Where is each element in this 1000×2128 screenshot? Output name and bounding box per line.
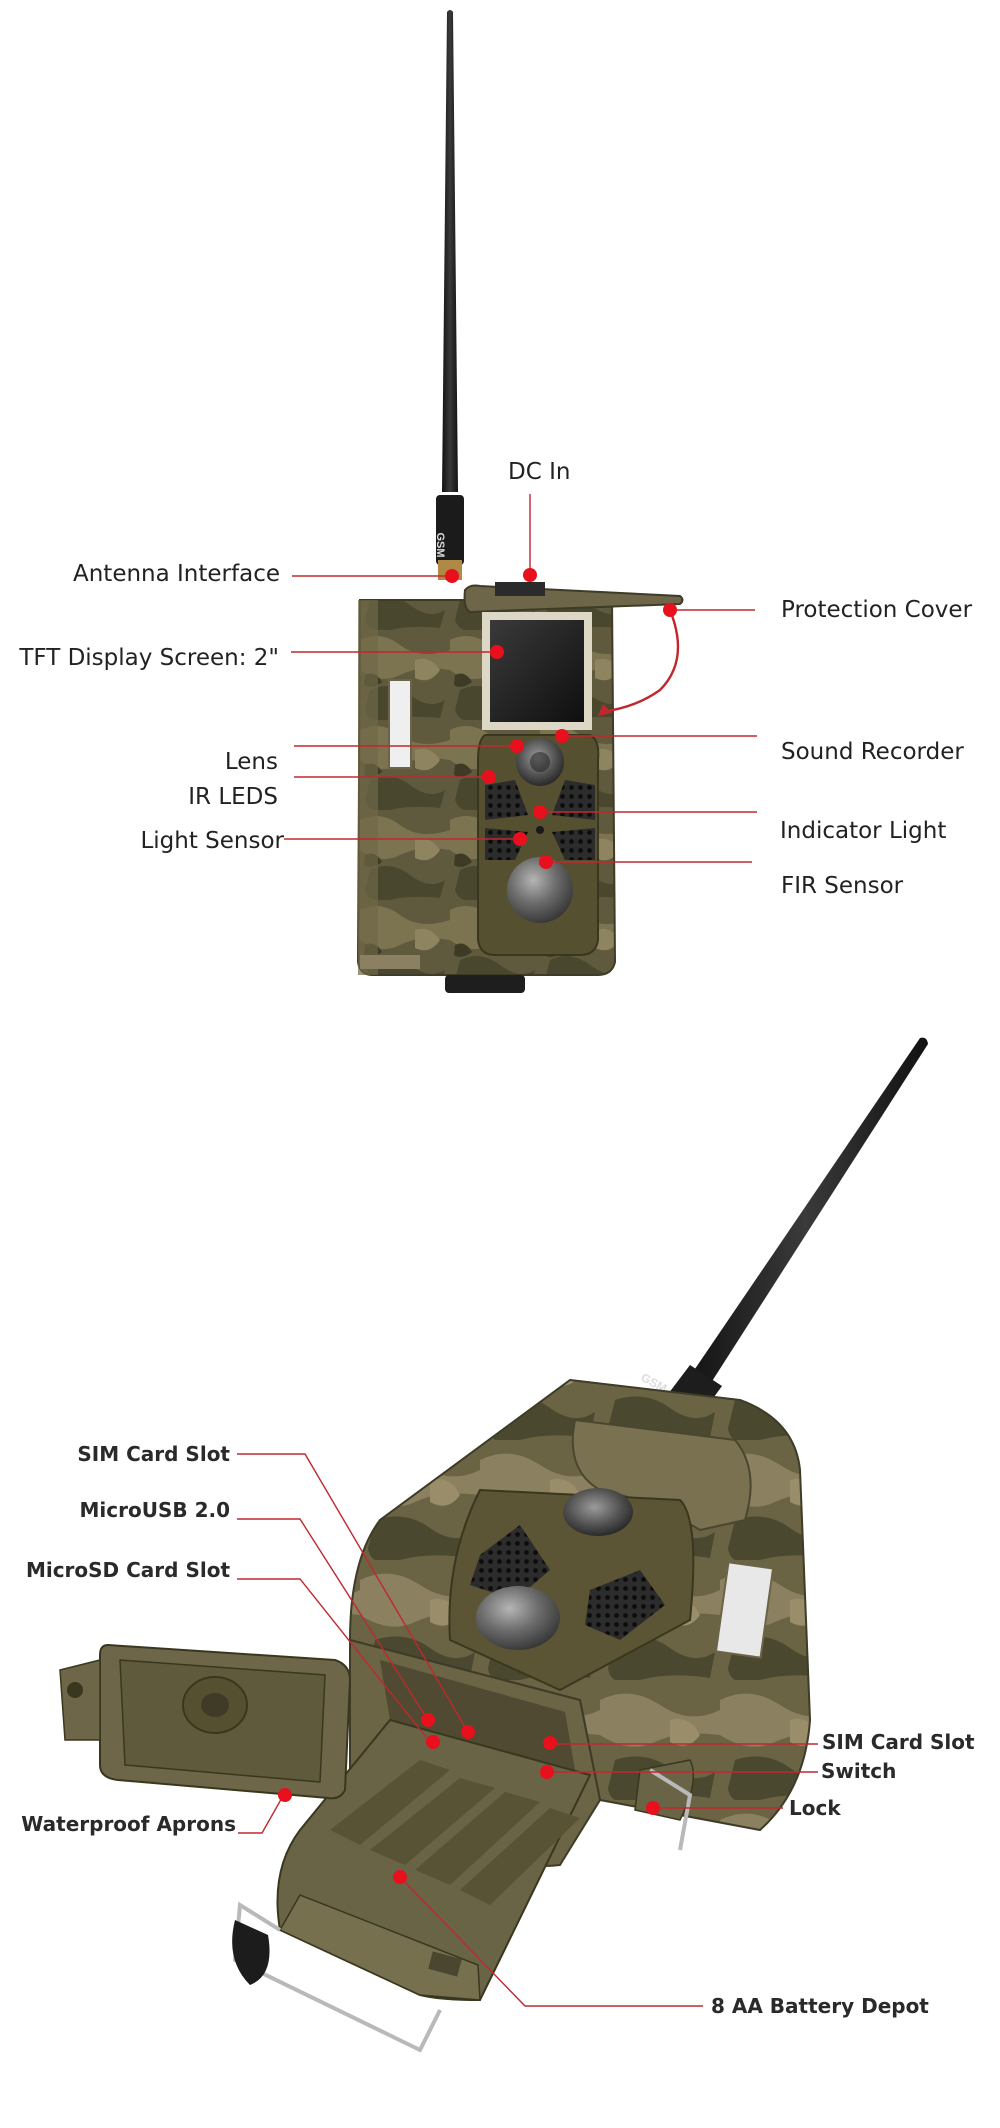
strap-end [232, 1920, 270, 1985]
label-sim-card-slot-right: SIM Card Slot [822, 1730, 975, 1754]
side-window [388, 679, 412, 769]
label-switch: Switch [821, 1759, 897, 1783]
back-door [59, 1643, 352, 1800]
battery-channel-3 [415, 1792, 540, 1885]
fir-sensor-dome [507, 857, 573, 923]
label-indicator-light: Indicator Light [780, 818, 947, 844]
tray-front-edge [278, 1894, 481, 2001]
label-microsd: MicroSD Card Slot [25, 1558, 230, 1582]
label-microusb: MicroUSB 2.0 [79, 1498, 231, 1522]
bottom-side-window [714, 1561, 775, 1659]
battery-channel-1 [330, 1760, 450, 1845]
ir-led-right-bottom [552, 828, 595, 860]
label-dc-in: DC In [508, 459, 571, 485]
label-antenna-interface: Antenna Interface [72, 561, 280, 587]
light-sensor-hole [536, 826, 544, 834]
antenna-base [436, 495, 464, 565]
label-protection-cover: Protection Cover [781, 597, 973, 623]
label-sound-recorder: Sound Recorder [781, 739, 964, 765]
lock-wire [648, 1768, 693, 1851]
battery-channel-2 [370, 1778, 495, 1865]
bottom-ir-led-left [470, 1525, 550, 1600]
battery-channel-4 [460, 1808, 580, 1905]
label-lock: Lock [789, 1796, 841, 1820]
label-light-sensor: Light Sensor [140, 828, 284, 854]
ir-led-right-top [552, 780, 595, 820]
antenna [442, 10, 458, 492]
camera-side [358, 600, 378, 975]
tripod-mount [445, 975, 525, 993]
label-ir-leds: IR LEDS [188, 784, 278, 810]
label-tft-display: TFT Display Screen: 2" [19, 645, 279, 671]
bottom-antenna [682, 1037, 928, 1400]
label-lens: Lens [224, 749, 278, 775]
label-fir-sensor: FIR Sensor [781, 873, 904, 899]
bottom-fir-dome [476, 1586, 560, 1650]
top-dots [445, 568, 677, 869]
dc-in-port [495, 582, 545, 596]
slot-area [380, 1660, 575, 1770]
bottom-latch [360, 955, 420, 969]
bottom-camera: GSM [59, 1037, 928, 2053]
label-battery-depot: 8 AA Battery Depot [711, 1994, 929, 2018]
bottom-dots [278, 1713, 660, 1884]
bottom-callouts [237, 1453, 818, 2007]
bottom-ir-led-right [585, 1570, 665, 1640]
label-sim-card-slot-left: SIM Card Slot [77, 1442, 230, 1466]
cover-arrow-head [598, 704, 612, 716]
antenna-marking: GSM [434, 532, 446, 557]
bottom-lens [563, 1488, 633, 1536]
ir-led-left-top [485, 780, 528, 820]
tray-latch [428, 1951, 462, 1977]
top-callouts [284, 494, 757, 863]
door-hinge [59, 1659, 101, 1741]
tft-screen [490, 620, 584, 722]
label-waterproof-aprons: Waterproof Aprons [21, 1812, 236, 1836]
